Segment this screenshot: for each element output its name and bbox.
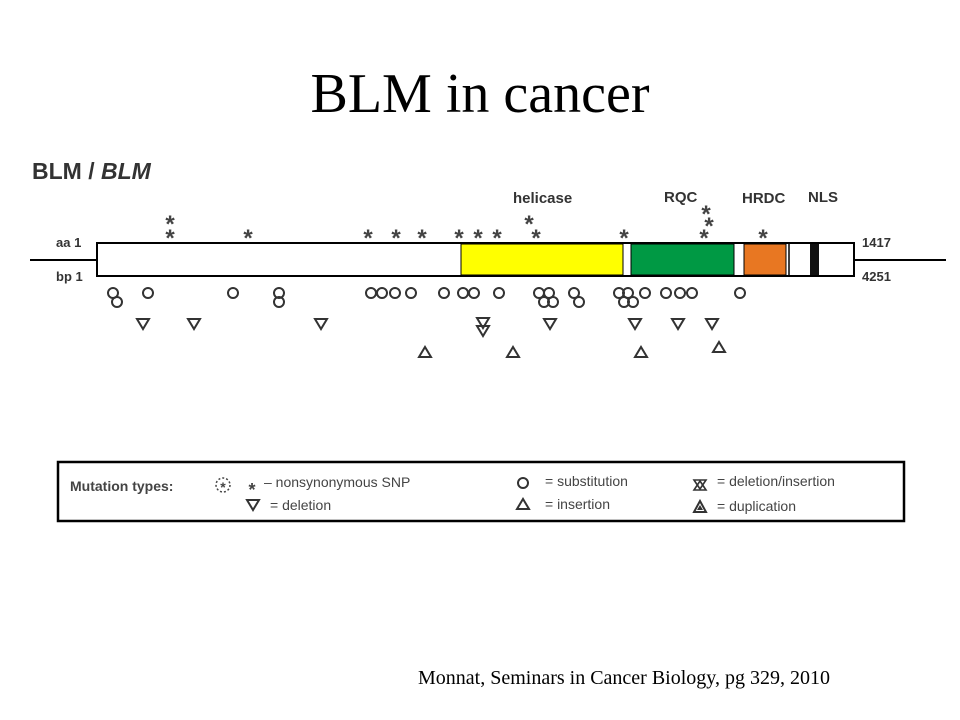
legend-duplication-label: = duplication	[717, 498, 796, 514]
legend-box	[56, 460, 906, 523]
deletion-marker	[704, 318, 720, 331]
snp-marker: *	[531, 225, 541, 252]
legend-deletion-icon	[245, 499, 261, 512]
substitution-marker	[405, 287, 417, 299]
substitution-marker	[468, 287, 480, 299]
substitution-marker	[493, 287, 505, 299]
deletion-markers	[135, 317, 720, 338]
helicase-label: helicase	[513, 190, 572, 207]
citation: Monnat, Seminars in Cancer Biology, pg 3…	[418, 667, 830, 689]
deletion-marker	[475, 317, 491, 330]
substitution-marker	[111, 296, 123, 308]
title-separator: /	[81, 158, 101, 184]
aa-end-label: 1417	[862, 235, 891, 250]
substitution-marker	[438, 287, 450, 299]
snp-marker: *	[758, 225, 768, 252]
legend-deletion-label: = deletion	[270, 497, 331, 513]
substitution-marker	[227, 287, 239, 299]
snp-marker: *	[243, 225, 253, 252]
deletion-marker	[186, 318, 202, 331]
snp-marker: *	[619, 225, 629, 252]
snp-marker: *	[701, 201, 711, 228]
legend-title: Mutation types:	[70, 478, 173, 494]
bp-start-label: bp 1	[56, 269, 83, 284]
insertion-marker	[417, 345, 433, 358]
deletion-marker	[627, 318, 643, 331]
substitution-marker	[568, 287, 580, 299]
snp-marker: *	[524, 211, 534, 238]
legend-snp-label: – nonsynonymous SNP	[264, 474, 410, 490]
substitution-marker	[547, 296, 559, 308]
substitution-marker	[389, 287, 401, 299]
legend-duplication-icon	[692, 498, 708, 513]
substitution-marker	[639, 287, 651, 299]
insertion-marker	[505, 345, 521, 358]
svg-text:*: *	[220, 479, 226, 495]
legend-snp-icon: *	[248, 480, 255, 500]
substitution-markers	[107, 287, 746, 308]
legend-deletion-insertion-icon	[692, 479, 708, 491]
substitution-marker	[573, 296, 585, 308]
substitution-marker	[674, 287, 686, 299]
hrdc-domain	[743, 243, 787, 276]
substitution-marker	[627, 296, 639, 308]
substitution-marker	[365, 287, 377, 299]
deletion-marker	[475, 325, 491, 338]
insertion-markers	[417, 340, 727, 358]
legend-substitution-label: = substitution	[545, 473, 628, 489]
snp-marker: *	[699, 225, 709, 252]
snp-markers: * * * * * * * * * * * * * * * *	[165, 201, 768, 252]
snp-marker: *	[454, 225, 464, 252]
legend-insertion-label: = insertion	[545, 496, 610, 512]
legend-substitution-icon	[517, 477, 529, 489]
substitution-marker	[142, 287, 154, 299]
helicase-domain	[460, 243, 624, 276]
figure-title: BLM / BLM	[32, 158, 151, 185]
insertion-marker	[633, 345, 649, 358]
snp-marker: *	[704, 213, 714, 240]
snp-marker: *	[391, 225, 401, 252]
hrdc-label: HRDC	[742, 190, 785, 207]
legend-deletion-insertion-label: = deletion/insertion	[717, 473, 835, 489]
deletion-marker	[313, 318, 329, 331]
bp-end-label: 4251	[862, 269, 891, 284]
snp-marker: *	[165, 211, 175, 238]
substitution-marker	[660, 287, 672, 299]
substitution-marker	[686, 287, 698, 299]
nls-domain	[810, 244, 819, 275]
insertion-marker	[711, 340, 727, 353]
nls-label: NLS	[808, 189, 838, 206]
deletion-marker	[542, 318, 558, 331]
deletion-marker	[670, 318, 686, 331]
snp-marker: *	[165, 225, 175, 252]
snp-marker: *	[363, 225, 373, 252]
substitution-marker	[273, 296, 285, 308]
rqc-domain	[630, 243, 735, 276]
slide-title: BLM in cancer	[310, 63, 650, 125]
snp-marker: *	[473, 225, 483, 252]
rqc-label: RQC	[664, 189, 698, 206]
deletion-marker	[135, 318, 151, 331]
snp-marker: *	[417, 225, 427, 252]
substitution-marker	[457, 287, 469, 299]
substitution-marker	[376, 287, 388, 299]
substitution-marker	[734, 287, 746, 299]
legend-insertion-icon	[515, 497, 531, 510]
aa-start-label: aa 1	[56, 235, 81, 250]
gene-label: BLM	[101, 158, 151, 184]
snp-marker: *	[492, 225, 502, 252]
protein-label: BLM	[32, 158, 82, 184]
legend-snp-circled-icon: *	[215, 477, 231, 495]
